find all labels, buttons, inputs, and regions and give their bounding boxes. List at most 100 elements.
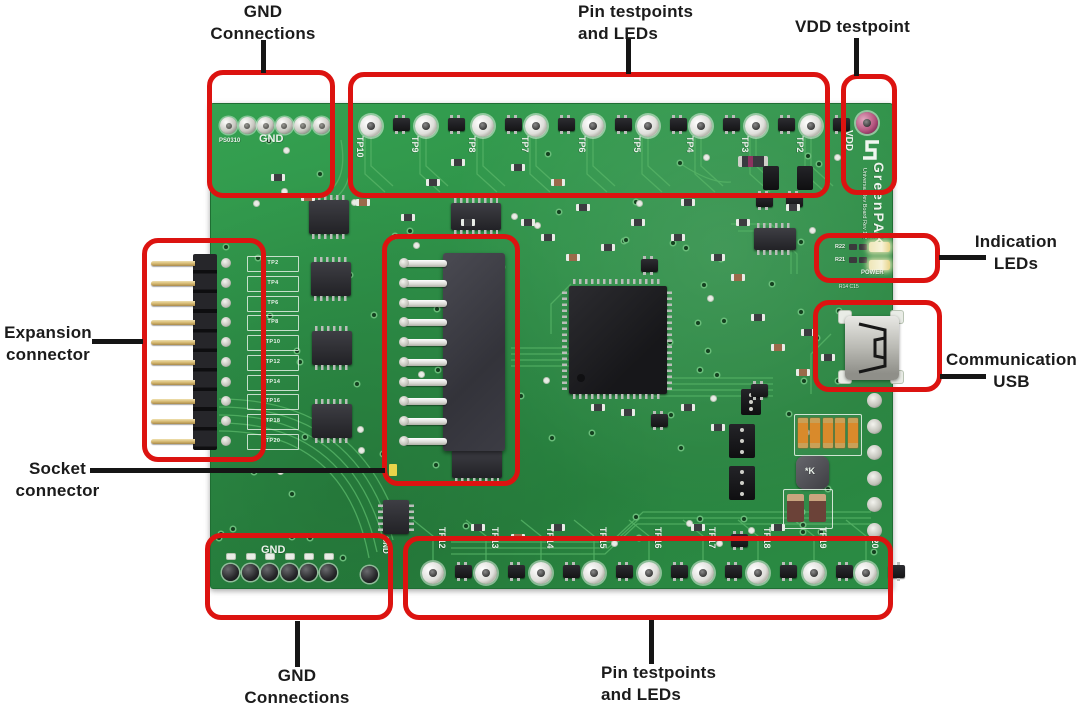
solder-pad	[414, 243, 420, 248]
mcu-pins-bottom	[573, 394, 663, 399]
passive-component	[731, 274, 745, 281]
via	[816, 161, 821, 166]
gnd-pad	[266, 554, 275, 559]
via	[634, 514, 639, 519]
silkscreen-ladder-box: TP16	[247, 394, 299, 410]
gnd-header-pin	[275, 117, 293, 134]
label-line: VDD testpoint	[795, 17, 910, 36]
chip-pins	[314, 257, 348, 262]
via	[354, 381, 359, 386]
via	[307, 536, 312, 541]
header-pin-dot	[749, 407, 753, 411]
annotation-box-communication-usb	[813, 300, 942, 392]
label-vdd-testpoint: VDD testpoint	[795, 16, 910, 38]
label-pin-testpoints-bottom: Pin testpoints and LEDs	[601, 662, 716, 706]
socket-pin	[403, 437, 447, 445]
passive-component	[511, 164, 525, 171]
socket-pad	[399, 377, 409, 387]
solder-pad	[637, 200, 643, 206]
annotation-box-gnd-top	[207, 70, 335, 198]
edge-pad	[867, 471, 882, 486]
socket-pin	[403, 318, 447, 326]
via	[695, 320, 700, 325]
via	[702, 282, 707, 287]
expansion-pin	[151, 379, 195, 385]
soic-chip	[312, 331, 352, 365]
passive-component	[541, 234, 555, 241]
callout-line-communication-usb	[940, 374, 986, 379]
label-line: Connections	[244, 687, 350, 706]
soic-chip	[452, 450, 502, 478]
passive-component	[551, 179, 565, 186]
gnd-pad	[285, 554, 294, 559]
expansion-pad	[221, 436, 231, 446]
solder-pad	[281, 189, 287, 195]
qfn-chip	[383, 500, 409, 534]
expansion-header-body	[193, 254, 217, 450]
solder-pad	[687, 521, 693, 527]
top-label: TP10	[355, 136, 365, 158]
capacitor-orange	[835, 418, 846, 448]
label-socket-connector: Socket connector	[5, 458, 110, 502]
solder-pad	[358, 447, 364, 453]
passive-component	[426, 179, 440, 186]
via	[721, 319, 726, 324]
via	[318, 171, 323, 176]
expansion-pad	[221, 396, 231, 406]
gnd-pad	[227, 554, 235, 559]
expansion-pad	[221, 337, 231, 347]
bottom-led	[836, 562, 853, 581]
via	[267, 138, 272, 143]
chip-pins	[312, 234, 346, 239]
expansion-pin	[151, 300, 195, 306]
chip-pins	[312, 195, 346, 200]
bottom-testpoint	[855, 562, 877, 584]
via	[706, 349, 711, 354]
chip-pins	[757, 223, 793, 228]
bottom-testpoint	[803, 562, 825, 584]
silkscreen-ladder-box: TP18	[247, 414, 299, 430]
solder-pad	[284, 147, 290, 153]
label-gnd-connections-bottom: GND Connections	[227, 665, 367, 706]
solder-pad	[534, 222, 540, 228]
via	[550, 435, 555, 440]
label-line: and LEDs	[601, 684, 682, 704]
expansion-pad	[221, 278, 231, 288]
socket-pad	[399, 436, 409, 446]
annotation-box-indication-leds	[814, 233, 940, 283]
passive-component	[796, 369, 810, 376]
socket-pad	[399, 258, 409, 268]
via	[295, 349, 300, 354]
gnd-header-pin	[257, 117, 275, 134]
gnd-socket-pin	[241, 564, 259, 581]
jumper-header	[797, 166, 813, 190]
soic-chip	[451, 203, 501, 230]
sot-component	[641, 256, 658, 275]
passive-component	[681, 404, 695, 411]
top-led	[615, 115, 632, 134]
mcu-qfp	[569, 286, 667, 394]
via	[371, 312, 376, 317]
passive-component	[771, 344, 785, 351]
socket-pin	[403, 417, 447, 425]
bottom-testpoint	[583, 562, 605, 584]
passive-component	[461, 219, 475, 226]
via	[463, 524, 468, 529]
capacitor-orange	[810, 418, 821, 448]
inductor-marking: *K	[805, 466, 816, 476]
edge-pad	[867, 497, 882, 512]
via	[698, 517, 703, 522]
diode	[738, 156, 768, 167]
top-label: TP5	[632, 136, 642, 153]
label-indication-leds: Indication LEDs	[960, 231, 1072, 275]
bottom-led	[455, 562, 472, 581]
resistor	[849, 257, 857, 263]
via	[835, 378, 840, 383]
chip-pins	[315, 399, 349, 404]
socket-pad	[399, 278, 409, 288]
via	[799, 239, 804, 244]
top-label: TP7	[520, 136, 530, 153]
label-gnd-connections-top: GND Connections	[193, 1, 333, 45]
header-pin-dot	[740, 439, 744, 443]
